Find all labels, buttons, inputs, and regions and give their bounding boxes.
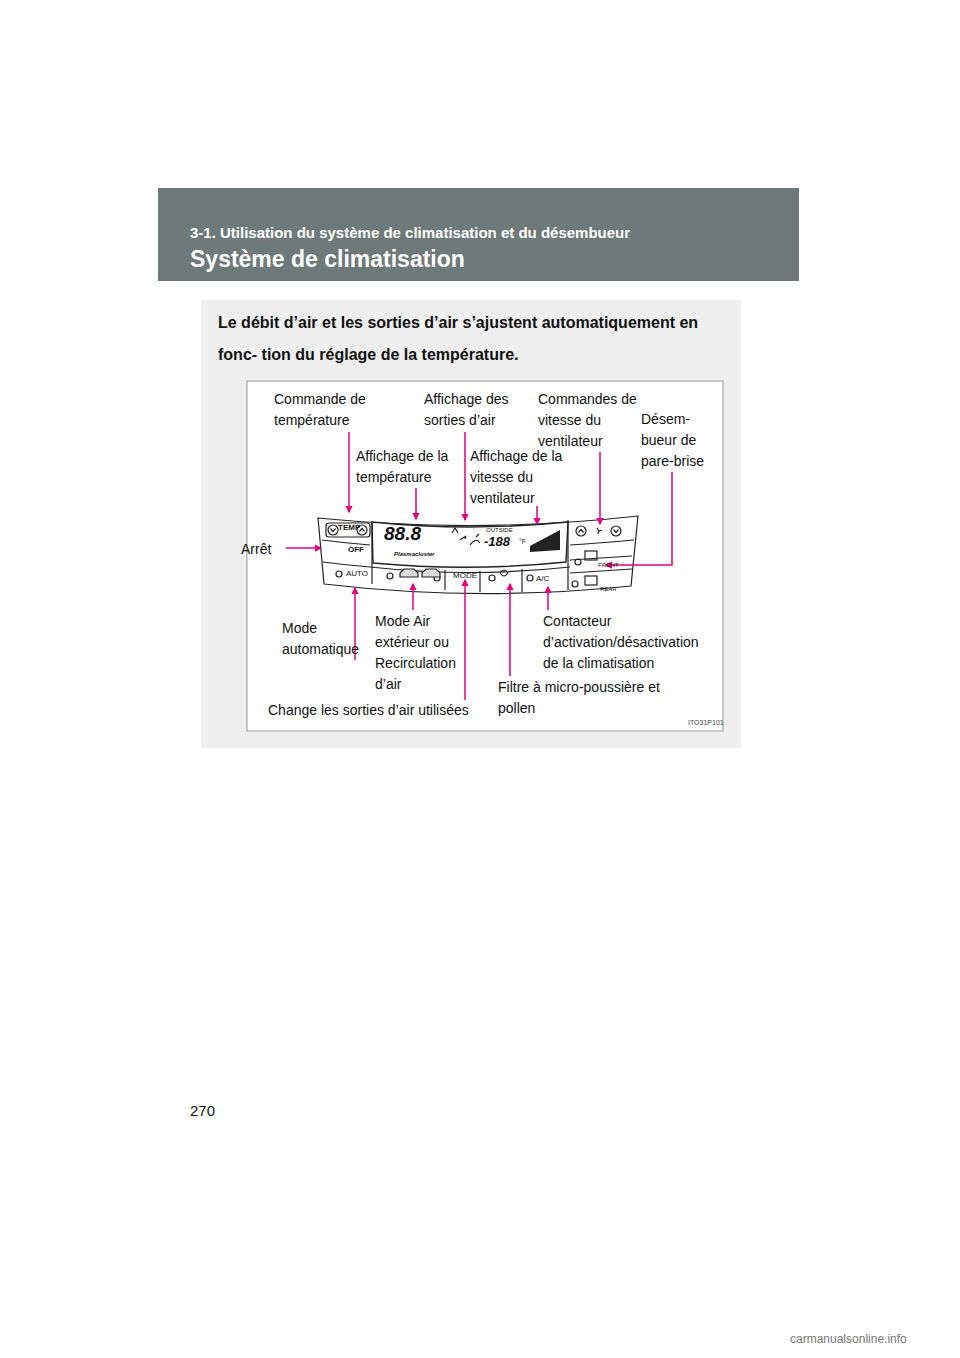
callout-label: Affichage de la température	[356, 446, 466, 488]
callout-label: Désem- bueur de pare-brise	[641, 409, 713, 472]
lcd-icons	[452, 528, 480, 545]
button-label: MODE	[453, 572, 477, 580]
page-number: 270	[190, 1102, 215, 1120]
button-label: FRONT	[598, 562, 619, 568]
grey-panel	[201, 300, 741, 748]
lcd-brand: Plasmacluster	[394, 551, 435, 557]
control-panel	[318, 516, 638, 594]
callout-label: Change les sorties d’air utilisées	[268, 700, 469, 721]
section-heading: 3-1. Utilisation du système de climatisa…	[190, 224, 630, 242]
callout-label: Mode Air extérieur ou Recirculation d’ai…	[375, 611, 463, 695]
button-label: OFF	[348, 546, 364, 554]
callout-label: Mode automatique	[282, 618, 362, 660]
callout-label: Affichage de la vitesse du ventilateur	[470, 446, 565, 509]
callout-label: Commandes de vitesse du ventilateur	[538, 389, 638, 452]
page-title: Système de climatisation	[190, 246, 465, 274]
lcd-digits: 88.8	[384, 524, 421, 543]
callout-label: Affichage des sorties d’air	[424, 389, 529, 431]
callout-label: Contacteur d’activation/désactivation de…	[543, 611, 718, 674]
lcd-digits: -188	[484, 535, 510, 548]
button-label: AUTO	[346, 570, 368, 578]
button-label: TEMP	[338, 524, 360, 532]
button-label: REAR	[600, 586, 617, 592]
intro-text: Le débit d’air et les sorties d’air s’aj…	[218, 307, 728, 371]
button-label: A/C	[536, 575, 549, 583]
watermark: carmanualsonline.info	[790, 1332, 907, 1346]
figure-frame	[247, 381, 723, 731]
fan-speed-bars	[530, 530, 560, 552]
callout-label: Filtre à micro-poussière et pollen	[498, 677, 673, 719]
lcd-unit: °F	[519, 538, 526, 545]
callout-label: Arrêt	[241, 539, 271, 560]
figure-code: ITO31P101	[688, 719, 724, 727]
callout-label: Commande de température	[274, 389, 389, 431]
header-band	[158, 188, 799, 281]
lcd-caption: OUTSIDE	[486, 527, 513, 533]
